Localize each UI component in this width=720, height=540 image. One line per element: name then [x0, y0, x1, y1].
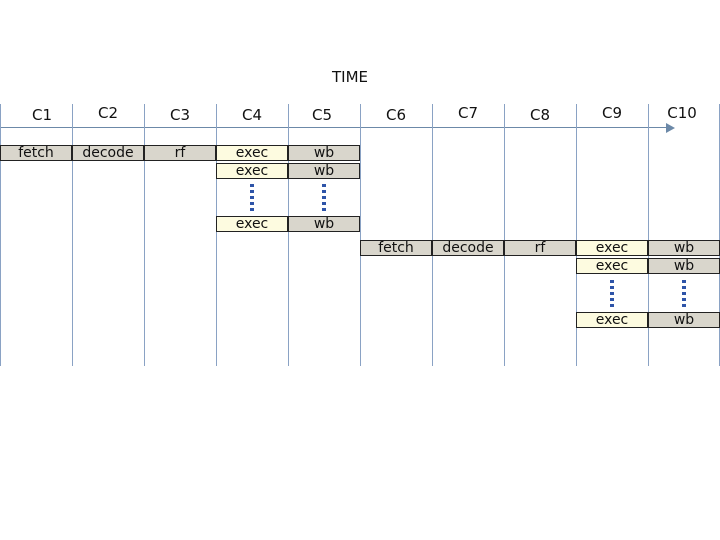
cycle-label: C4 — [241, 106, 263, 124]
ellipsis-dots-icon — [682, 280, 686, 308]
cycle-label: C2 — [97, 104, 119, 122]
stage-exec-box: exec — [216, 145, 288, 161]
stage-exec-box: exec — [576, 258, 648, 274]
cycle-label: C1 — [31, 106, 53, 124]
time-axis-arrowhead — [666, 123, 675, 133]
stage-decode-box: decode — [72, 145, 144, 161]
cycle-boundary-line — [144, 104, 145, 366]
cycle-boundary-line — [0, 104, 1, 366]
cycle-label: C6 — [385, 106, 407, 124]
stage-wb-box: wb — [288, 216, 360, 232]
cycle-boundary-line — [576, 104, 577, 366]
stage-wb-box: wb — [648, 258, 720, 274]
stage-wb-box: wb — [288, 145, 360, 161]
stage-exec-box: exec — [216, 216, 288, 232]
ellipsis-dots-icon — [322, 184, 326, 212]
stage-fetch-box: fetch — [0, 145, 72, 161]
cycle-label: C10 — [667, 104, 697, 122]
stage-rf-box: rf — [144, 145, 216, 161]
cycle-label: C3 — [169, 106, 191, 124]
stage-rf-box: rf — [504, 240, 576, 256]
stage-fetch-box: fetch — [360, 240, 432, 256]
stage-exec-box: exec — [576, 240, 648, 256]
stage-wb-box: wb — [288, 163, 360, 179]
cycle-label: C7 — [457, 104, 479, 122]
cycle-boundary-line — [216, 104, 217, 366]
cycle-boundary-line — [432, 104, 433, 366]
stage-wb-box: wb — [648, 240, 720, 256]
cycle-boundary-line — [504, 104, 505, 366]
stage-wb-box: wb — [648, 312, 720, 328]
cycle-boundary-line — [72, 104, 73, 366]
ellipsis-dots-icon — [250, 184, 254, 212]
time-axis-line — [0, 127, 668, 128]
cycle-label: C9 — [601, 104, 623, 122]
cycle-boundary-line — [648, 104, 649, 366]
ellipsis-dots-icon — [610, 280, 614, 308]
stage-exec-box: exec — [576, 312, 648, 328]
stage-exec-box: exec — [216, 163, 288, 179]
stage-decode-box: decode — [432, 240, 504, 256]
cycle-label: C8 — [529, 106, 551, 124]
cycle-boundary-line — [360, 104, 361, 366]
cycle-label: C5 — [311, 106, 333, 124]
time-axis-title: TIME — [331, 68, 368, 86]
cycle-boundary-line — [288, 104, 289, 366]
